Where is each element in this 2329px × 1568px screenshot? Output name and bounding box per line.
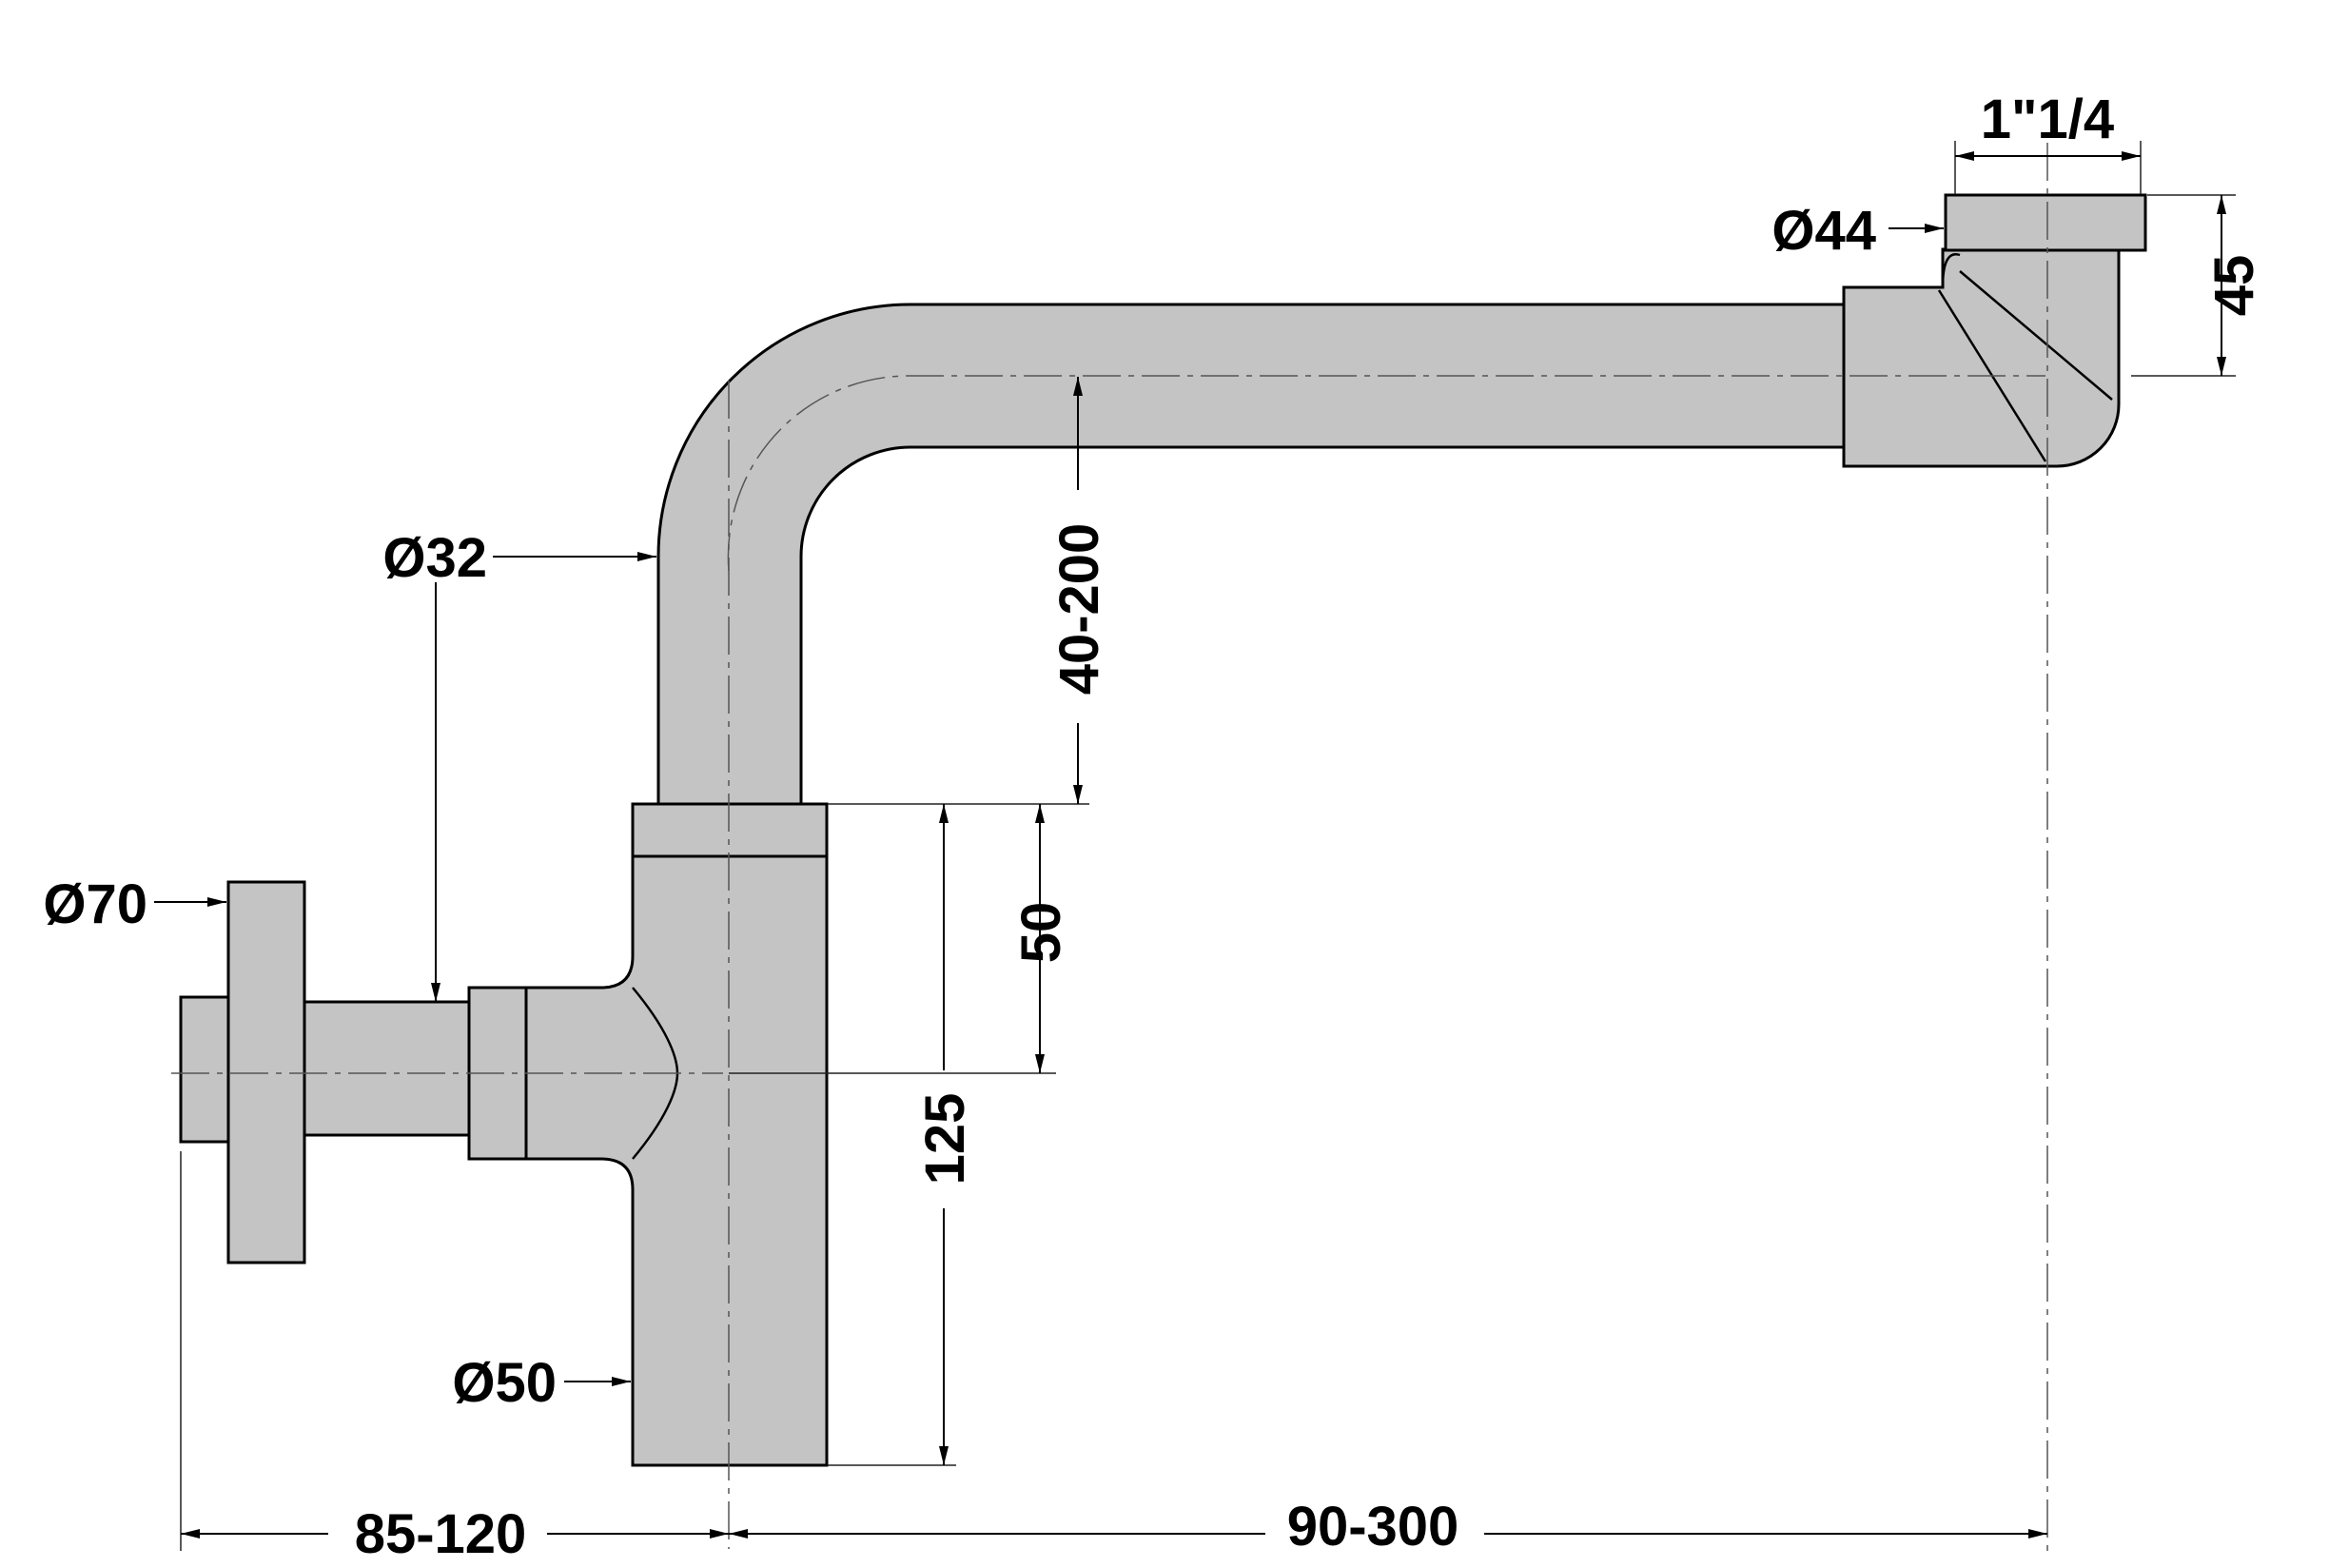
trap-collar bbox=[631, 802, 829, 858]
wall-flange bbox=[226, 880, 306, 1264]
dimension-lines bbox=[154, 141, 2236, 1551]
elbow-pipe bbox=[656, 303, 1846, 806]
thread-size-label: 1"1/4 bbox=[1981, 88, 2114, 150]
sink-outlet-fitting bbox=[1842, 193, 2147, 468]
vertical-adjust-label: 40-200 bbox=[1048, 523, 1110, 696]
horizontal-adjust-label: 90-300 bbox=[1287, 1496, 1459, 1558]
wall-distance-label: 85-120 bbox=[355, 1503, 527, 1565]
outlet-cap bbox=[1944, 193, 2147, 252]
outlet-diameter-label: Ø44 bbox=[1771, 200, 1876, 262]
body-diameter-label: Ø50 bbox=[452, 1352, 557, 1414]
outlet-height-label: 45 bbox=[2203, 255, 2265, 317]
wall-flange-diameter-label: Ø70 bbox=[43, 873, 147, 935]
wall-pipe-stub bbox=[179, 995, 230, 1144]
pipe-diameter-label: Ø32 bbox=[382, 527, 487, 589]
trap-body bbox=[524, 802, 829, 1467]
wall-pipe bbox=[303, 1000, 478, 1137]
elbow-line-2 bbox=[1959, 270, 2113, 401]
dimension-labels: 1"1/4 Ø44 45 Ø32 40-200 Ø70 50 125 Ø50 8… bbox=[43, 88, 2265, 1565]
body-height-label: 125 bbox=[914, 1093, 976, 1186]
cup-offset-label: 50 bbox=[1010, 902, 1072, 964]
elbow-fillet bbox=[1941, 252, 1961, 288]
center-lines bbox=[171, 143, 2048, 1551]
bent-pipe bbox=[656, 303, 1846, 806]
bottle-trap-body bbox=[524, 802, 829, 1467]
